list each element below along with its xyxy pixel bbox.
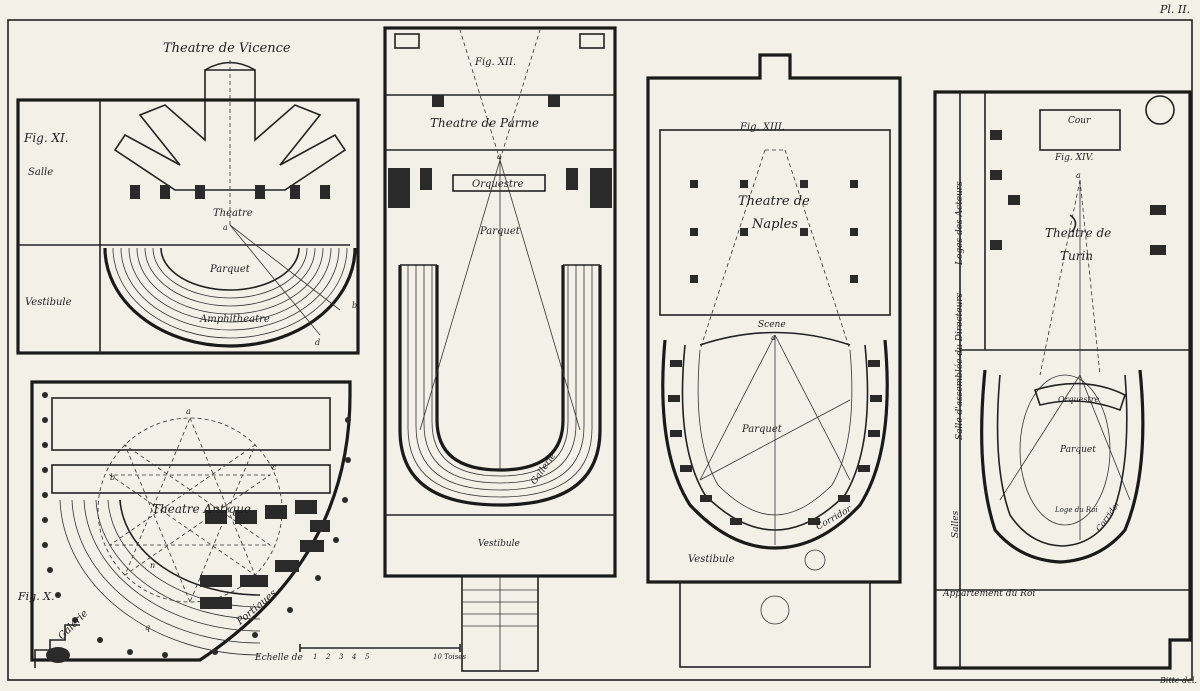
signature: Bitte del. [1159, 676, 1197, 685]
scale-label: Echelle de [254, 653, 303, 663]
fig-xi-label: Fig. XI. [23, 131, 69, 145]
fig-xiii-label: Fig. XIII. [739, 122, 785, 133]
vicence-salle: Salle [28, 167, 53, 178]
scale-tick-2: 2 [325, 653, 331, 661]
scale-tick-3: 3 [339, 653, 344, 661]
scale-end: 10 Toises [433, 653, 466, 661]
fig-xi-vicence: Fig. XI. Theatre de Vicence Salle Theatr… [16, 41, 360, 355]
parme-orquestre: Orquestre [472, 179, 524, 190]
turin-parquet: Parquet [1059, 445, 1096, 455]
fig-xiv-turin: Cour Fig. XIV. Theatre de Turin Orquestr… [933, 90, 1192, 670]
vicence-vestibule: Vestibule [25, 297, 72, 308]
turin-loge-du-roi: Loge du Roi [1054, 506, 1098, 514]
naples-horseshoe [661, 339, 889, 550]
parme-point-a: a [497, 152, 502, 161]
turin-point-a: a [1076, 171, 1081, 180]
parme-orchestra [452, 174, 546, 192]
scale-tick-1: 1 [313, 653, 317, 661]
fig-xii-label: Fig. XII. [474, 57, 516, 68]
parme-parquet: Parquet [479, 226, 521, 237]
fig-x-antique: Theatre Antique Fig. X. Galerie Portique… [17, 380, 352, 668]
scale-bar: Echelle de 1 2 3 4 5 10 Toises [254, 644, 466, 663]
vicence-scenery-perspective [113, 69, 347, 191]
vicence-amphitheatre: Amphitheatre [199, 314, 270, 325]
vicence-outer-wall [16, 98, 360, 355]
turin-orquestre: Orquestre [1058, 395, 1100, 404]
vicence-title: Theatre de Vicence [163, 41, 291, 56]
vicence-point-a: a [223, 223, 228, 232]
naples-parquet: Parquet [741, 424, 783, 435]
fig-x-label: Fig. X. [17, 590, 55, 603]
parme-title: Theatre de Parme [430, 116, 539, 130]
turin-orchestra [1033, 382, 1126, 412]
antique-title: Theatre Antique [152, 502, 251, 516]
turin-loges-acteurs: Loges des Acteurs [955, 181, 965, 266]
antique-point-a: a [186, 407, 191, 416]
scale-tick-4: 4 [351, 653, 356, 661]
fig-xiv-label: Fig. XIV. [1054, 153, 1094, 163]
naples-point-a: a [771, 333, 776, 342]
parme-gallerie: Gallerie [529, 451, 558, 486]
turin-salles: Salles [951, 510, 961, 538]
turin-assemblee: Salle d'assemblée du Directeurs [954, 292, 965, 440]
vicence-parquet: Parquet [209, 264, 251, 275]
antique-point-m: n [150, 561, 155, 570]
vicence-point-d: d [315, 338, 320, 347]
fig-xiii-naples: Fig. XIII. Theatre de Naples Scene Parqu… [646, 53, 902, 668]
antique-point-c: c [272, 463, 277, 472]
naples-title-1: Theatre de [738, 194, 810, 209]
vicence-theatre: Theatre [213, 208, 253, 219]
fig-xii-parme: Fig. XII. Theatre de Parme Orquestre Par… [383, 26, 617, 672]
antique-point-q: q [145, 623, 150, 632]
turin-cour: Cour [1068, 116, 1091, 126]
naples-vestibule: Vestibule [688, 554, 735, 565]
turin-title-1: Theatre de [1045, 226, 1111, 240]
parme-vestibule: Vestibule [478, 539, 520, 549]
turin-corridor: Corridor [1094, 498, 1122, 533]
antique-point-b: b [110, 473, 115, 482]
plate-number: Pl. II. [1159, 3, 1190, 16]
turin-appartement: Appartement du Roi [942, 589, 1035, 599]
plate-border [7, 19, 1193, 681]
turin-outer-wall [933, 90, 1192, 670]
naples-scene: Scene [758, 320, 786, 330]
naples-title-2: Naples [751, 217, 798, 232]
vicence-point-b: b [352, 301, 357, 310]
turin-oval [980, 369, 1145, 564]
turin-title-2: Turin [1060, 249, 1093, 263]
scale-tick-5: 5 [365, 653, 370, 661]
